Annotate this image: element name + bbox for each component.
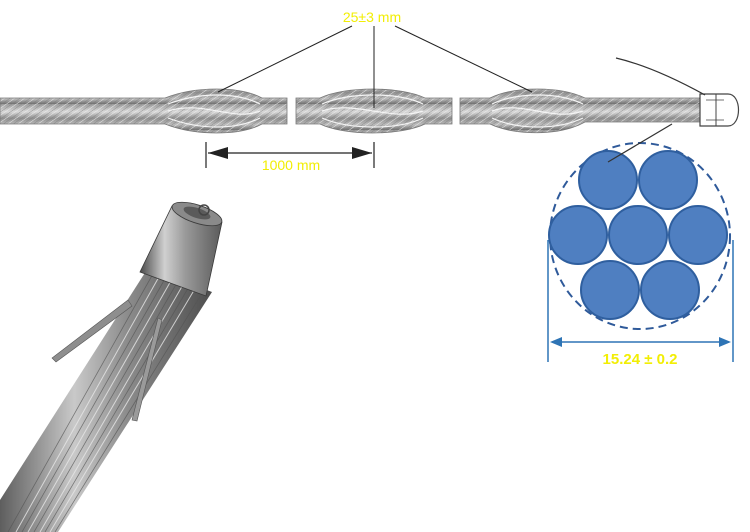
strands [548, 150, 728, 320]
cable-segment-3 [459, 88, 701, 134]
cable-end-cap [699, 93, 740, 127]
strand-top-left [578, 150, 638, 210]
section-pointer [607, 123, 673, 163]
splayed-wire-left [51, 299, 133, 363]
spacing-label: 1000 mm [262, 157, 320, 173]
bulge-gap-leaders [217, 25, 533, 108]
strand-top-right [638, 150, 698, 210]
wire-bundle [0, 268, 212, 532]
loose-wire [615, 57, 706, 96]
diameter-label: 15.24 ± 0.2 [603, 351, 678, 368]
strand-mid-right [668, 205, 728, 265]
cable-segment-1 [0, 88, 288, 134]
diameter-dimension [547, 240, 734, 362]
strand-bottom-left [580, 260, 640, 320]
strand-bottom-right [640, 260, 700, 320]
strand-center [608, 205, 668, 265]
strand-mid-left [548, 205, 608, 265]
splayed-wire-right [131, 317, 163, 422]
end-loop [198, 204, 210, 216]
cable-end-render [0, 201, 223, 532]
spacing-dimension [205, 142, 375, 168]
cable-elevation [0, 57, 740, 134]
bulge-gap-label: 25±3 mm [343, 9, 401, 25]
cross-section: 15.24 ± 0.2 [547, 123, 734, 368]
